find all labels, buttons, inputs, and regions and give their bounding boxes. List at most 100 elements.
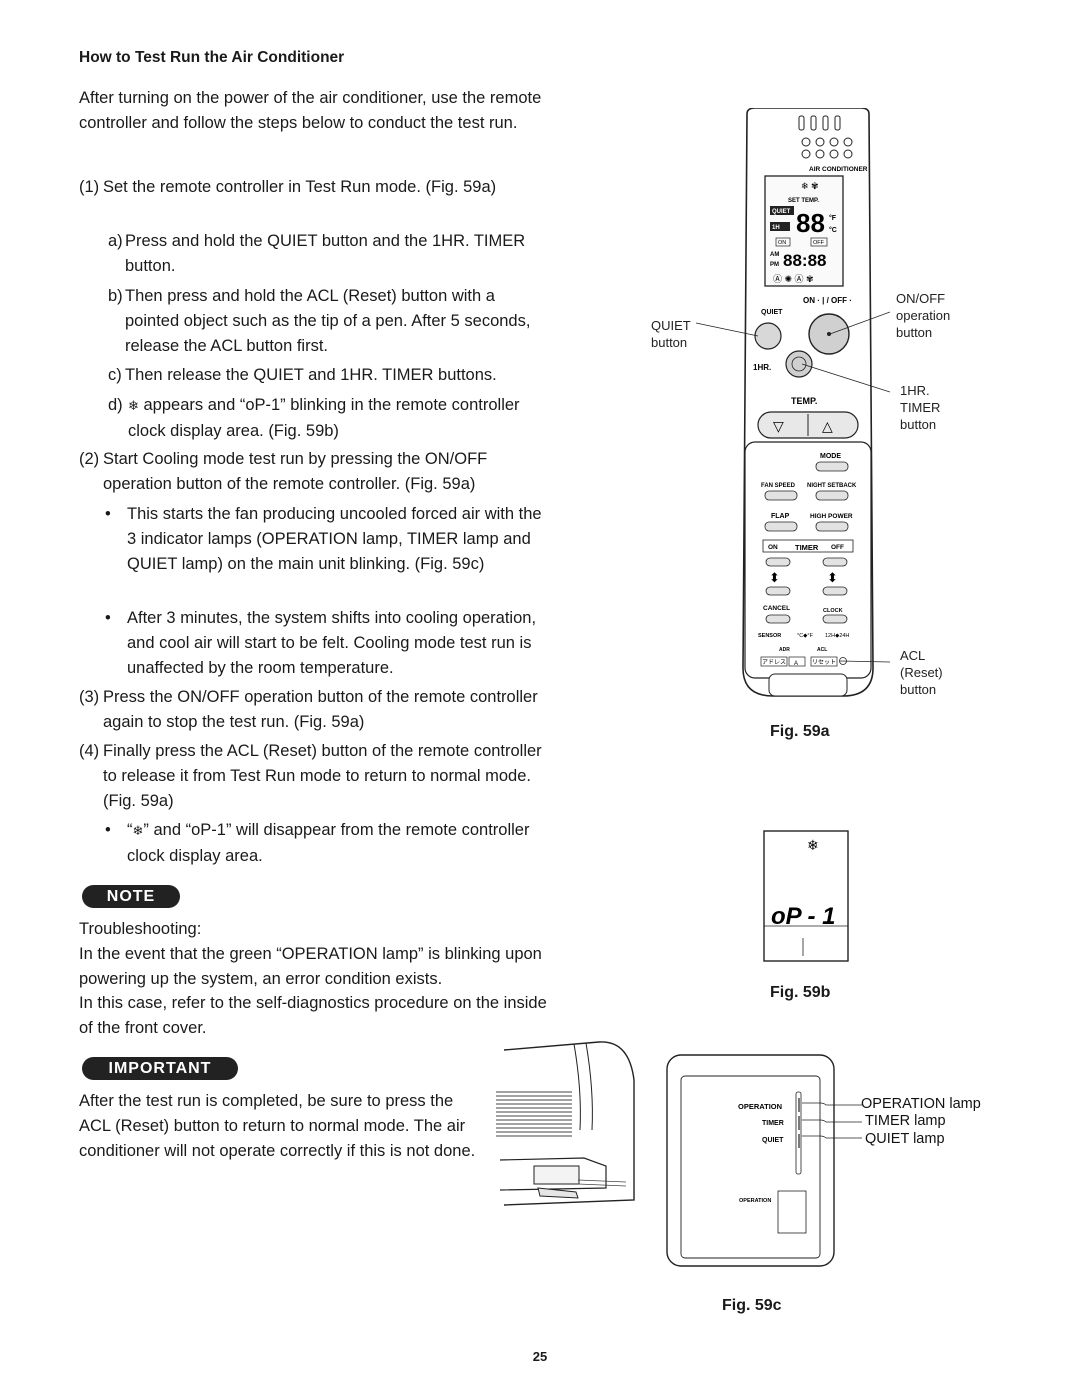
step-1: (1) Set the remote controller in Test Ru… <box>79 175 554 200</box>
timer-on-button[interactable] <box>765 557 791 567</box>
svg-text:°F: °F <box>829 214 837 222</box>
substep-label: c) <box>108 366 122 384</box>
fan-speed-button[interactable] <box>764 490 798 501</box>
cancel-button[interactable] <box>765 614 791 624</box>
mode-button[interactable] <box>815 461 849 472</box>
step-number: (3) <box>79 688 100 706</box>
svg-text:SET TEMP.: SET TEMP. <box>788 198 819 204</box>
step-text: Start Cooling mode test run by pressing … <box>103 450 488 493</box>
svg-text:SENSOR: SENSOR <box>758 633 781 639</box>
bullet-text: After 3 minutes, the system shifts into … <box>127 609 537 677</box>
quiet-lamp-label: QUIET lamp <box>865 1131 945 1147</box>
svg-text:リセット: リセット <box>812 659 836 666</box>
substep-b: b) Then press and hold the ACL (Reset) b… <box>108 284 548 358</box>
svg-text:ON: ON <box>768 544 778 551</box>
remote-brand-text: AIR CONDITIONER <box>809 166 868 173</box>
svg-text:CLOCK: CLOCK <box>823 608 843 614</box>
svg-text:アドレス: アドレス <box>762 659 786 666</box>
svg-text:°C: °C <box>829 226 837 234</box>
panel-quiet-label: QUIET <box>762 1137 784 1144</box>
substep-label: a) <box>108 232 123 250</box>
temp-down-icon: ▽ <box>773 418 784 434</box>
svg-text:OFF: OFF <box>831 544 844 551</box>
svg-text:FLAP: FLAP <box>771 513 790 520</box>
note-text-1: In the event that the green “OPERATION l… <box>79 944 542 988</box>
intro-paragraph: After turning on the power of the air co… <box>79 89 542 132</box>
quiet-callout: QUIET button <box>651 318 691 350</box>
svg-text:TIMER: TIMER <box>795 543 819 552</box>
svg-text:ACL: ACL <box>817 647 827 653</box>
important-text: After the test run is completed, be sure… <box>79 1092 476 1160</box>
svg-text:ON: ON <box>778 240 786 246</box>
substep-c: c) Then release the QUIET and 1HR. TIMER… <box>108 363 548 388</box>
step-number: (4) <box>79 742 100 760</box>
page-number: 25 <box>532 1349 548 1364</box>
bullet-2: • After 3 minutes, the system shifts int… <box>105 606 550 680</box>
lcd-temp-digits: 88 <box>796 208 825 238</box>
step-3: (3) Press the ON/OFF operation button of… <box>79 685 554 735</box>
fig59c-leader-lines <box>802 1102 862 1139</box>
substep-a: a) Press and hold the QUIET button and t… <box>108 229 548 279</box>
lcd-mode-icons: ❄ ✾ <box>801 181 819 191</box>
step-text: Press the ON/OFF operation button of the… <box>103 688 538 731</box>
fig59c-caption: Fig. 59c <box>722 1297 782 1314</box>
svg-text:1H: 1H <box>772 225 780 231</box>
temp-up-icon: △ <box>822 418 833 434</box>
remote-controller-illustration: AIR CONDITIONER ❄ ✾ SET TEMP. QUIET 88 °… <box>742 108 874 697</box>
svg-text:AM: AM <box>770 252 779 258</box>
panel-operation-label: OPERATION <box>738 1102 782 1111</box>
substep-text: Then press and hold the ACL (Reset) butt… <box>125 287 531 355</box>
step-number: (1) <box>79 178 100 196</box>
timer-off-arrows-icon: ⬍ <box>827 570 838 585</box>
snowflake-icon: ❄ <box>132 823 144 838</box>
substep-label: b) <box>108 287 123 305</box>
svg-text:CANCEL: CANCEL <box>763 605 790 612</box>
timer-on-arrows-icon: ⬍ <box>769 570 780 585</box>
bullet-text: This starts the fan producing uncooled f… <box>127 505 542 573</box>
timer-off-adjust-button[interactable] <box>822 586 848 596</box>
snowflake-icon: ❄ <box>128 398 139 413</box>
one-hour-timer-button[interactable] <box>785 350 813 378</box>
op-1-display: oP - 1 <box>771 903 835 930</box>
high-power-button[interactable] <box>815 521 849 532</box>
svg-text:OFF: OFF <box>813 240 825 246</box>
substep-text: Then release the QUIET and 1HR. TIMER bu… <box>125 366 497 384</box>
timer-on-adjust-button[interactable] <box>765 586 791 596</box>
step-text: Set the remote controller in Test Run mo… <box>103 178 497 196</box>
svg-text:TEMP.: TEMP. <box>791 396 817 406</box>
operation-lamp-label: OPERATION lamp <box>861 1096 981 1112</box>
fig59a-leader-lines <box>695 311 891 663</box>
svg-text:°C◆°F: °C◆°F <box>797 633 814 639</box>
svg-text:HIGH POWER: HIGH POWER <box>810 513 853 520</box>
panel-timer-label: TIMER <box>762 1120 784 1127</box>
night-setback-button[interactable] <box>815 490 849 501</box>
svg-text:PM: PM <box>770 262 779 268</box>
indoor-unit-illustration <box>496 1041 635 1206</box>
snowflake-icon: ❄ <box>807 837 819 853</box>
step-text: Finally press the ACL (Reset) button of … <box>103 742 542 810</box>
clock-button[interactable] <box>822 614 848 624</box>
svg-text:ON · | / OFF ·: ON · | / OFF · <box>803 296 852 305</box>
acl-callout: ACL (Reset) button <box>900 648 943 697</box>
svg-text:QUIET: QUIET <box>761 309 783 316</box>
one-hour-timer-callout: 1HR. TIMER button <box>900 383 941 432</box>
note-body: Troubleshooting: In the event that the g… <box>79 917 549 1041</box>
step-4: (4) Finally press the ACL (Reset) button… <box>79 739 554 813</box>
svg-text:1HR.: 1HR. <box>753 363 771 372</box>
timer-off-button[interactable] <box>822 557 848 567</box>
section-title: How to Test Run the Air Conditioner <box>79 49 345 66</box>
fig59c-indicator-panel: OPERATION TIMER QUIET OPERATION <box>666 1054 835 1267</box>
substep-text: appears and “oP-1” blinking in the remot… <box>128 396 520 440</box>
note-badge: NOTE <box>82 885 180 908</box>
svg-text:FAN SPEED: FAN SPEED <box>761 483 796 489</box>
lcd-clock-digits: 88:88 <box>783 251 826 270</box>
step-number: (2) <box>79 450 100 468</box>
flap-button[interactable] <box>764 521 798 532</box>
note-text-2: In this case, refer to the self-diagnost… <box>79 994 547 1038</box>
svg-text:ADR: ADR <box>779 647 790 653</box>
fig59b-caption: Fig. 59b <box>770 984 831 1001</box>
quiet-button[interactable] <box>754 322 782 350</box>
svg-text:QUIET: QUIET <box>772 209 791 215</box>
svg-text:MODE: MODE <box>820 453 841 460</box>
substep-d: d) ❄ appears and “oP-1” blinking in the … <box>108 393 548 444</box>
